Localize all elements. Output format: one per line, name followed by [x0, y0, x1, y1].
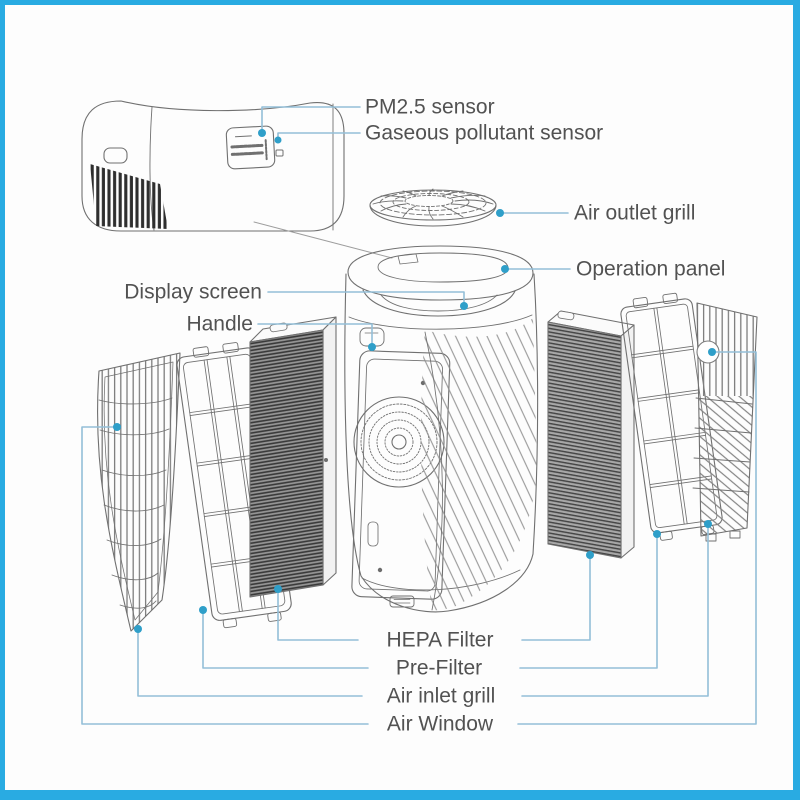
- dot-air-inlet-right: [704, 520, 712, 528]
- dot-handle: [368, 343, 376, 351]
- leader-pre-filter: [202, 535, 658, 669]
- hepa-filter-right-drawing: [547, 310, 635, 559]
- dot-pre-filter-left: [199, 606, 207, 614]
- leader-lines: [81, 106, 757, 725]
- label-hepa-filter: HEPA Filter: [387, 629, 494, 652]
- air-outlet-spokes: [372, 188, 494, 220]
- dot-hepa-right: [586, 551, 594, 559]
- air-outlet-grill-drawing: [369, 188, 497, 227]
- dot-pre-filter-right: [653, 530, 661, 538]
- illustration: [81, 100, 758, 632]
- dot-air-window-right: [708, 348, 716, 356]
- label-air-outlet-grill: Air outlet grill: [574, 202, 695, 225]
- hepa-filter-left-drawing: [249, 316, 337, 598]
- dot-air-outlet-grill: [496, 209, 504, 217]
- label-handle: Handle: [186, 313, 253, 336]
- main-body-drawing: [344, 245, 539, 613]
- dot-hepa-left: [274, 585, 282, 593]
- rear-view-unit-drawing: [81, 100, 393, 259]
- labels: PM2.5 sensor Gaseous pollutant sensor Ai…: [124, 96, 725, 736]
- air-inlet-grill-right-drawing: [692, 302, 758, 542]
- leader-dots: [113, 129, 716, 633]
- dot-gaseous-sensor: [274, 136, 282, 144]
- sensor-panel-drawing: [225, 125, 276, 170]
- dot-display-screen: [460, 302, 468, 310]
- label-pre-filter: Pre-Filter: [396, 657, 482, 680]
- dot-air-inlet-left: [134, 625, 142, 633]
- leader-air-window: [81, 351, 757, 725]
- label-pm25-sensor: PM2.5 sensor: [365, 96, 495, 119]
- label-display-screen: Display screen: [124, 281, 262, 304]
- leader-handle: [257, 323, 373, 346]
- dot-operation-panel: [501, 265, 509, 273]
- leader-pm25-sensor: [261, 106, 361, 132]
- label-operation-panel: Operation panel: [576, 258, 725, 281]
- air-window-cross-lines: [98, 397, 173, 609]
- rear-grill-slats: [90, 164, 168, 229]
- leader-air-inlet-grill: [137, 525, 709, 697]
- pre-filter-right-drawing: [620, 292, 723, 541]
- air-purifier-exploded-diagram: PM2.5 sensor Gaseous pollutant sensor Ai…: [81, 96, 758, 736]
- leader-hepa-filter: [277, 556, 591, 641]
- leader-gaseous-sensor: [277, 132, 361, 139]
- leader-display-screen: [267, 291, 465, 305]
- dot-air-window-left: [113, 423, 121, 431]
- dot-pm25-sensor: [258, 129, 266, 137]
- label-air-window: Air Window: [387, 713, 494, 736]
- label-gaseous-sensor: Gaseous pollutant sensor: [365, 122, 603, 145]
- label-air-inlet-grill: Air inlet grill: [387, 685, 496, 708]
- air-window-left-drawing: [97, 352, 181, 632]
